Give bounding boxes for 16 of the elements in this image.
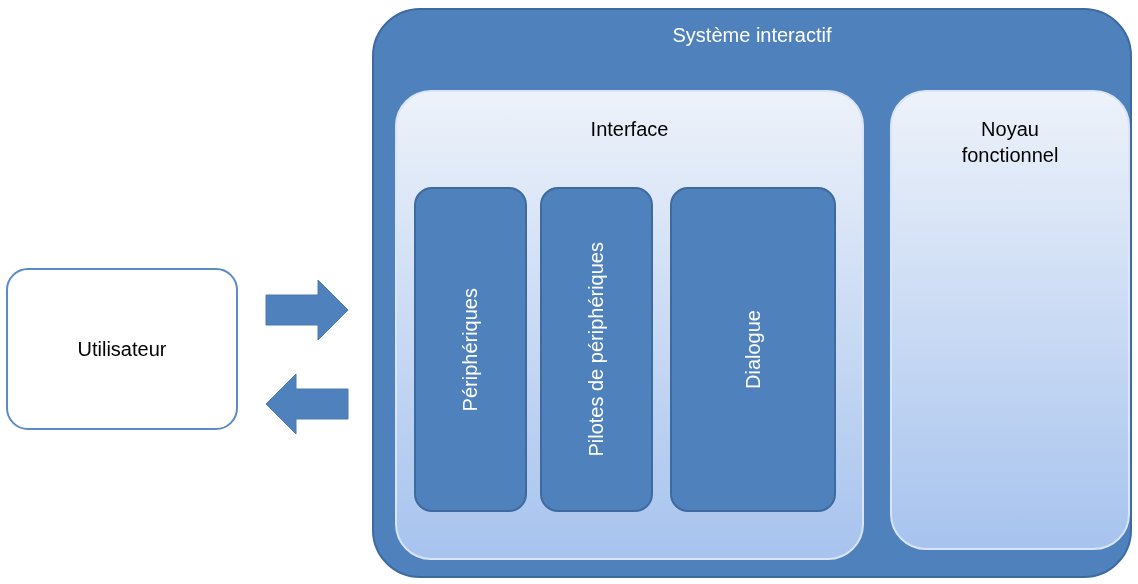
module-box	[670, 187, 836, 512]
component-panel	[890, 90, 1130, 550]
module-label: Périphériques	[459, 287, 482, 412]
user-box	[6, 268, 238, 430]
block-arrow	[265, 279, 349, 341]
component-panel	[395, 90, 864, 560]
module-label: Pilotes de périphériques	[585, 242, 608, 457]
node-label: Utilisateur	[76, 337, 168, 362]
block-arrow	[265, 373, 349, 435]
module-label: Dialogue	[741, 310, 765, 389]
system-container	[372, 8, 1132, 578]
module-box	[540, 187, 653, 512]
panel-title: Interface	[589, 117, 670, 142]
panel-title: Noyau fonctionnel	[960, 117, 1060, 168]
module-box	[414, 187, 527, 512]
panel-title: Système interactif	[671, 23, 833, 48]
